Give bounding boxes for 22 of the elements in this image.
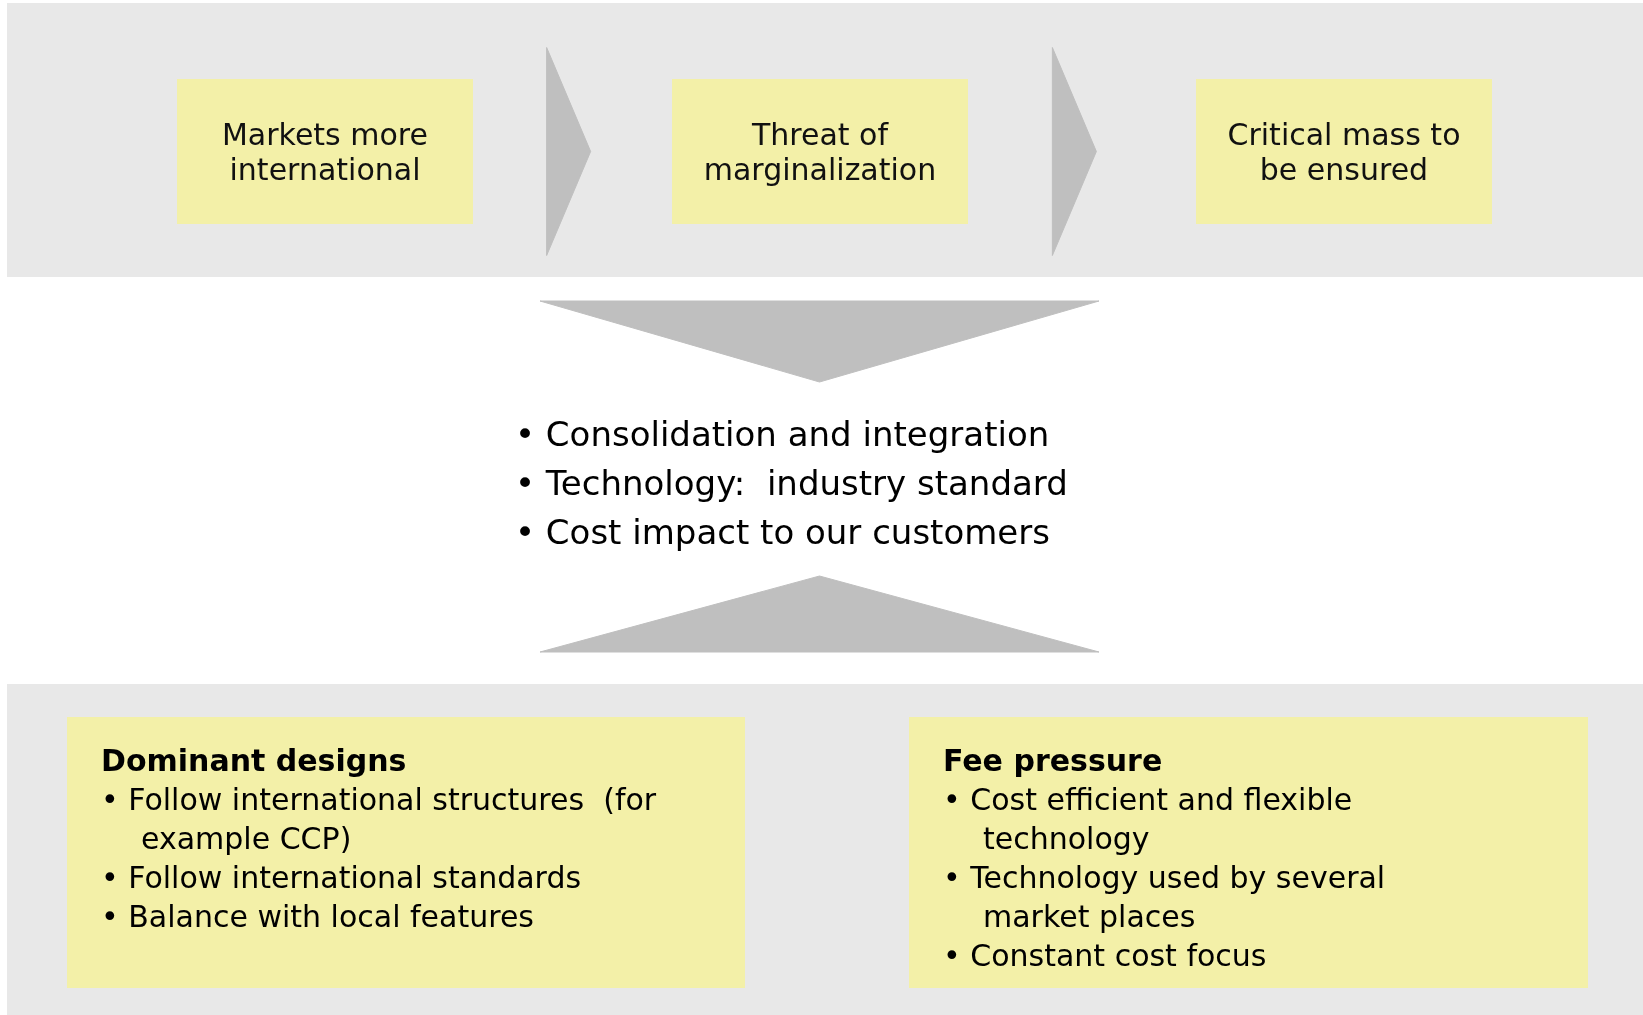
heading: Dominant designs xyxy=(101,742,408,780)
bullet-item: • Cost impact to our customers xyxy=(515,511,1051,554)
panel-background xyxy=(7,684,1643,1015)
bullet-item: • Cost efficient and flexible technology xyxy=(943,781,1354,858)
bullet-item: • Technology used by several market places xyxy=(943,859,1387,936)
text-box: Markets more international xyxy=(177,79,473,224)
bullet-item: • Technology: industry standard xyxy=(515,462,1069,505)
bullet-item: • Constant cost focus xyxy=(943,937,1268,975)
bullet-item: • Consolidation and integration xyxy=(515,413,1051,456)
text-box xyxy=(909,717,1588,988)
bullet-item: • Follow international structures (for example CCP) xyxy=(101,781,658,858)
bullet-item: • Balance with local features xyxy=(101,898,535,936)
chevron-arrow xyxy=(539,575,1100,653)
bullet-item: • Follow international standards xyxy=(101,859,583,897)
chevron-arrow xyxy=(539,300,1100,383)
chevron-arrow xyxy=(546,47,592,256)
heading: Fee pressure xyxy=(943,742,1164,780)
text-box xyxy=(67,717,745,988)
panel-background xyxy=(7,3,1643,277)
chevron-arrow xyxy=(1051,47,1097,256)
text-box: Threat of marginalization xyxy=(672,79,968,224)
text-box: Critical mass to be ensured xyxy=(1196,79,1492,224)
